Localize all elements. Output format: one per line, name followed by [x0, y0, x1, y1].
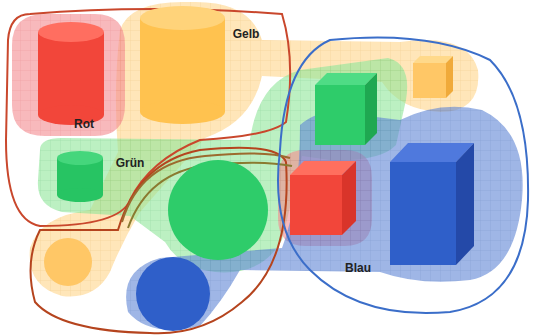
- region-label: Rot: [74, 117, 94, 131]
- region-label: Blau: [345, 261, 371, 275]
- region-label: Gelb: [233, 27, 260, 41]
- region-label: Grün: [116, 156, 145, 170]
- blue-circle: [136, 257, 210, 331]
- green-cylinder: [57, 151, 103, 202]
- blue-cube: [390, 143, 474, 265]
- yellow-cube: [413, 56, 453, 98]
- red-cylinder: [38, 22, 104, 125]
- brown-outline: [31, 148, 287, 334]
- green-cube: [315, 73, 377, 145]
- yellow-cylinder: [140, 6, 225, 124]
- blue-outline: [278, 38, 528, 314]
- red-cube: [290, 161, 356, 235]
- green-circle: [168, 160, 268, 260]
- yellow-circle: [44, 238, 92, 286]
- red-hull: [12, 14, 125, 136]
